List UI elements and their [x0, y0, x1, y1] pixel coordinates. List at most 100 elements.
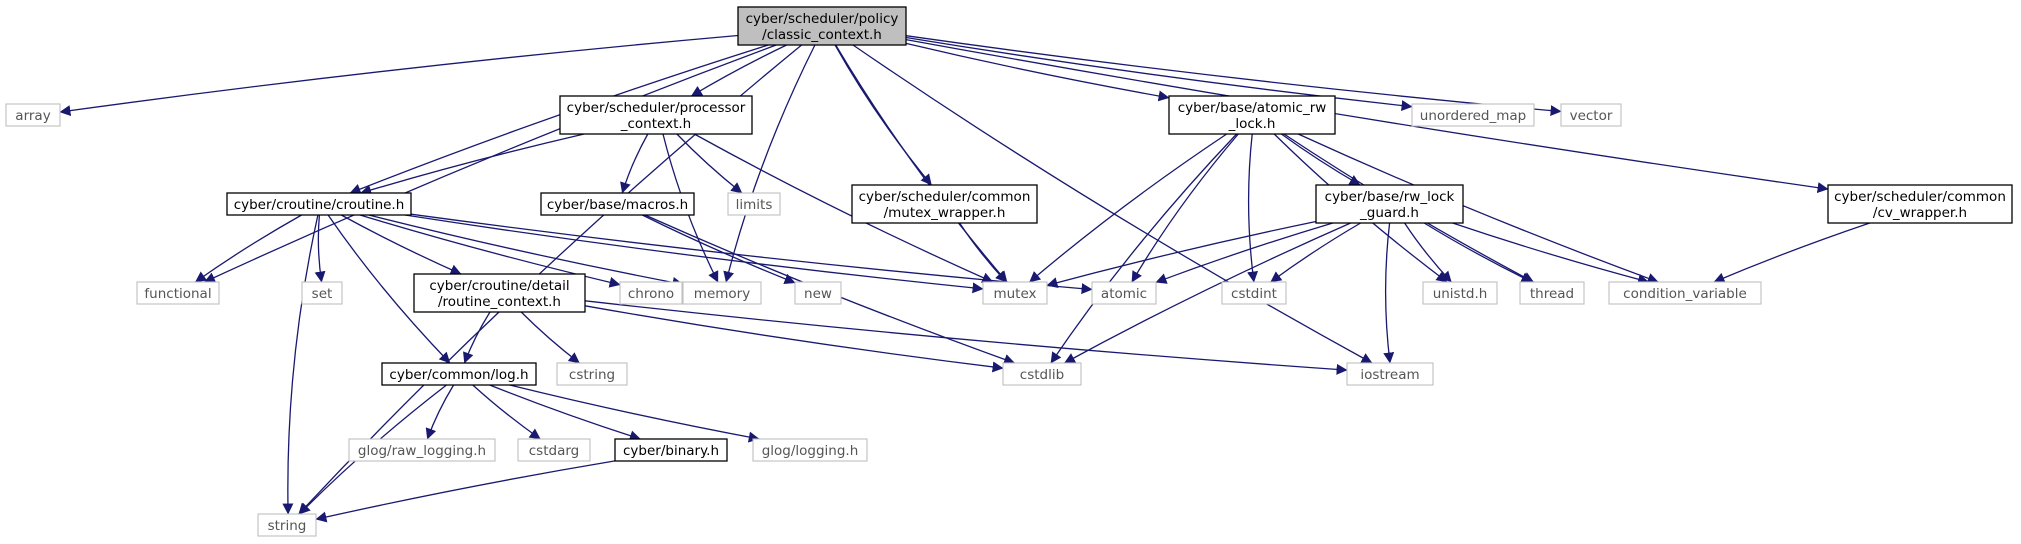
node-box-chrono: [619, 281, 683, 305]
node-memory: memory: [682, 281, 762, 305]
node-label-log: cyber/common/log.h: [389, 367, 528, 383]
node-label-unordered_map: unordered_map: [1420, 108, 1526, 124]
edge-mutex_wrapper-to-mutex: [959, 222, 1007, 283]
node-box-log: [381, 362, 537, 386]
edge-croutine-to-memory: [368, 214, 684, 288]
node-macros[interactable]: cyber/base/macros.h: [540, 192, 695, 216]
node-label-routine_context: /routine_context.h: [438, 294, 561, 310]
node-box-macros: [540, 192, 695, 216]
edge-rw_lock_guard-to-atomic: [1155, 222, 1333, 284]
node-unordered_map: unordered_map: [1411, 103, 1535, 127]
node-condition_variable: condition_variable: [1608, 281, 1762, 305]
edge-rw_lock_guard-to-mutex: [1046, 220, 1317, 288]
edge-atomic_rw_lock-to-cstdint: [1247, 133, 1258, 283]
node-functional: functional: [136, 281, 220, 305]
edge-classic_context-to-array: [59, 34, 739, 117]
edge-rw_lock_guard-to-condition_variable: [1452, 222, 1650, 285]
edge-croutine-to-atomic: [410, 213, 1093, 295]
node-box-cstdint: [1221, 281, 1287, 305]
edge-classic_context-to-vector: [905, 35, 1562, 117]
node-label-routine_context: cyber/croutine/detail: [429, 278, 569, 294]
edge-atomic_rw_lock-to-condition_variable: [1297, 133, 1659, 284]
node-box-mutex: [982, 281, 1048, 305]
edge-croutine-to-routine_context: [340, 214, 462, 275]
node-label-mutex_wrapper: cyber/scheduler/common: [859, 189, 1031, 205]
edge-classic_context-to-mutex_wrapper: [834, 44, 932, 186]
edge-classic_context-to-processor_context: [690, 44, 787, 97]
node-label-cv_wrapper: cyber/scheduler/common: [1834, 189, 2006, 205]
node-label-functional: functional: [144, 286, 211, 302]
node-label-cstring: cstring: [569, 367, 615, 383]
node-label-croutine: cyber/croutine/croutine.h: [234, 197, 405, 213]
edges-layer: [59, 34, 1871, 523]
node-log[interactable]: cyber/common/log.h: [381, 362, 537, 386]
edge-classic_context-to-atomic_rw_lock: [905, 42, 1170, 102]
edge-classic_context-to-unordered_map: [905, 36, 1413, 112]
node-label-mutex: mutex: [993, 286, 1036, 302]
node-processor_context[interactable]: cyber/scheduler/processor_context.h: [559, 95, 753, 135]
edge-classic_context-to-memory: [723, 44, 816, 283]
node-label-array: array: [15, 108, 50, 124]
node-box-atomic_rw_lock: [1168, 95, 1336, 135]
node-label-cstdint: cstdint: [1231, 286, 1277, 302]
node-box-unordered_map: [1411, 103, 1535, 127]
node-glog_logging: glog/logging.h: [752, 438, 868, 462]
node-label-string: string: [268, 518, 307, 534]
node-label-memory: memory: [694, 286, 750, 302]
node-box-set: [301, 281, 343, 305]
edge-rw_lock_guard-to-thread: [1423, 222, 1533, 283]
node-box-string: [257, 513, 317, 537]
node-label-classic_context: cyber/scheduler/policy: [746, 11, 899, 27]
node-vector: vector: [1560, 103, 1622, 127]
node-cstring: cstring: [556, 362, 628, 386]
node-cstdlib: cstdlib: [1002, 362, 1082, 386]
edge-routine_context-to-cstring: [520, 311, 580, 364]
node-iostream: iostream: [1346, 362, 1434, 386]
node-limits: limits: [727, 192, 781, 216]
edge-log-to-cstdarg: [472, 384, 541, 440]
node-label-processor_context: cyber/scheduler/processor: [567, 100, 746, 116]
node-croutine[interactable]: cyber/croutine/croutine.h: [226, 192, 412, 216]
edge-cv_wrapper-to-condition_variable: [1713, 222, 1871, 284]
edge-croutine-to-log: [327, 214, 451, 364]
edge-classic_context-to-cv_wrapper: [905, 38, 1829, 194]
node-label-rw_lock_guard: _guard.h: [1359, 205, 1419, 221]
node-label-cstdlib: cstdlib: [1020, 367, 1064, 383]
node-raw_logging: glog/raw_logging.h: [348, 438, 496, 462]
node-binary[interactable]: cyber/binary.h: [614, 438, 728, 462]
node-box-glog_logging: [752, 438, 868, 462]
edge-routine_context-to-iostream: [584, 300, 1348, 375]
node-box-cstdarg: [517, 438, 591, 462]
node-box-raw_logging: [348, 438, 496, 462]
node-chrono: chrono: [619, 281, 683, 305]
node-classic_context[interactable]: cyber/scheduler/policy/classic_context.h: [737, 6, 907, 46]
node-box-mutex_wrapper: [851, 184, 1038, 224]
node-cv_wrapper[interactable]: cyber/scheduler/common/cv_wrapper.h: [1827, 184, 2013, 224]
node-label-classic_context: /classic_context.h: [762, 27, 882, 43]
node-box-processor_context: [559, 95, 753, 135]
node-atomic: atomic: [1091, 281, 1157, 305]
node-label-processor_context: _context.h: [620, 116, 691, 132]
node-box-limits: [727, 192, 781, 216]
node-box-classic_context: [737, 6, 907, 46]
node-box-condition_variable: [1608, 281, 1762, 305]
node-label-rw_lock_guard: cyber/base/rw_lock: [1325, 189, 1455, 205]
node-mutex_wrapper[interactable]: cyber/scheduler/common/mutex_wrapper.h: [851, 184, 1038, 224]
edge-classic_context-to-mutex: [835, 44, 1008, 283]
node-label-atomic_rw_lock: cyber/base/atomic_rw: [1178, 100, 1327, 116]
edge-classic_context-to-croutine: [349, 44, 769, 195]
node-box-new: [794, 281, 842, 305]
node-label-iostream: iostream: [1360, 367, 1419, 383]
node-string: string: [257, 513, 317, 537]
edge-croutine-to-set: [314, 214, 326, 283]
node-atomic_rw_lock[interactable]: cyber/base/atomic_rw_lock.h: [1168, 95, 1336, 135]
node-rw_lock_guard[interactable]: cyber/base/rw_lock_guard.h: [1315, 184, 1464, 224]
node-array: array: [5, 103, 61, 127]
node-label-macros: cyber/base/macros.h: [547, 197, 688, 213]
node-label-new: new: [804, 286, 832, 302]
node-label-cstdarg: cstdarg: [529, 443, 579, 459]
edge-rw_lock_guard-to-unistd: [1404, 222, 1452, 283]
node-routine_context[interactable]: cyber/croutine/detail/routine_context.h: [413, 273, 586, 313]
edge-rw_lock_guard-to-cstdint: [1270, 222, 1361, 283]
edge-processor_context-to-limits: [676, 133, 743, 194]
